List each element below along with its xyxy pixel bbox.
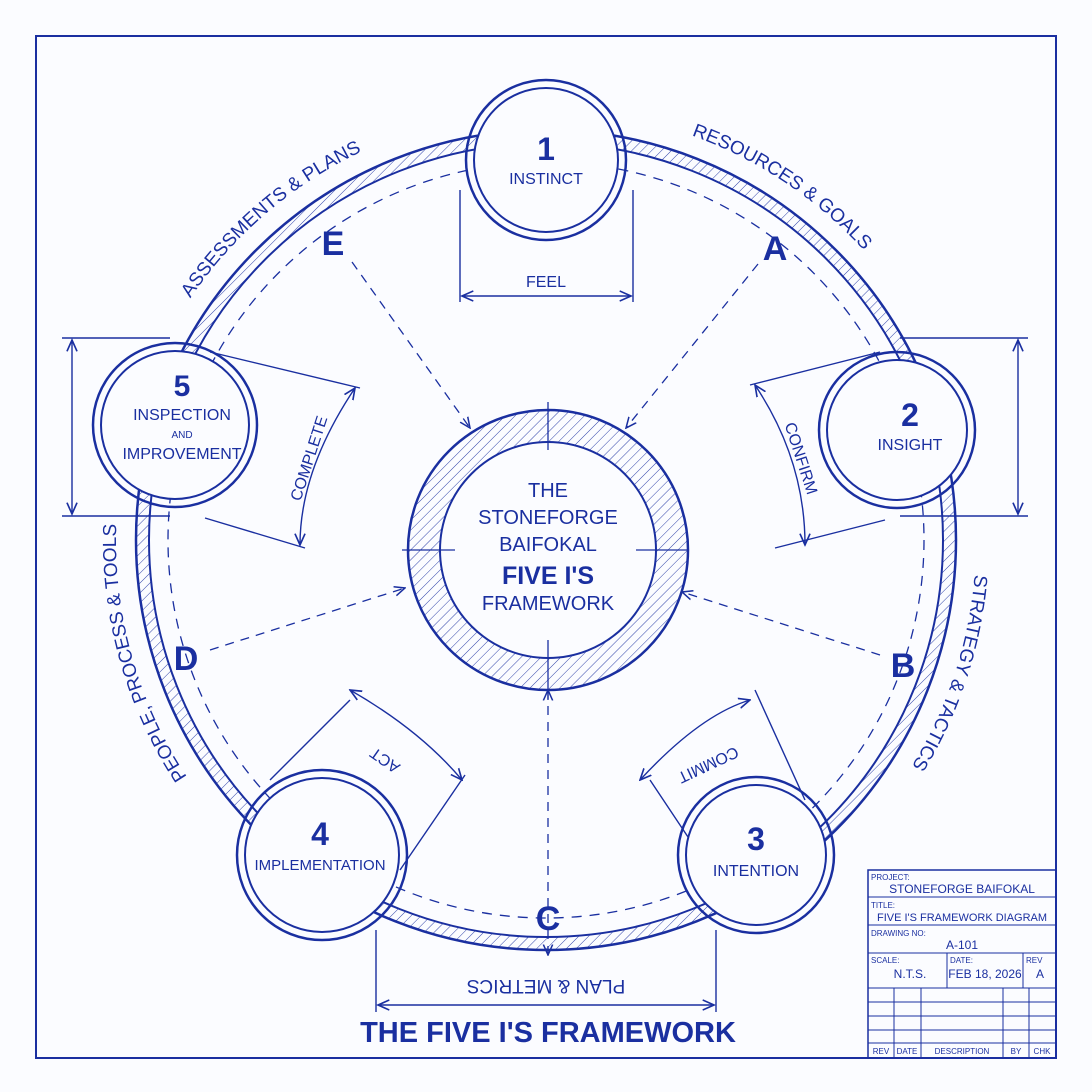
node-number: 2 bbox=[901, 397, 919, 433]
letter-c: C bbox=[536, 900, 561, 938]
letter-b: B bbox=[891, 647, 916, 685]
date-value: FEB 18, 2026 bbox=[948, 967, 1022, 981]
node-1-instinct: 1 INSTINCT bbox=[464, 78, 628, 242]
col-date: DATE bbox=[897, 1047, 918, 1056]
center-hub: THE STONEFORGE BAIFOKAL FIVE I'S FRAMEWO… bbox=[402, 402, 690, 700]
col-description: DESCRIPTION bbox=[935, 1047, 990, 1056]
dashed-orbit bbox=[167, 161, 925, 919]
drawing-label: DRAWING NO: bbox=[871, 929, 926, 938]
node-label: INTENTION bbox=[713, 863, 799, 880]
letter-d: D bbox=[174, 640, 199, 678]
node-number: 1 bbox=[537, 131, 555, 167]
node-label-line-3: IMPROVEMENT bbox=[122, 446, 241, 463]
project-label: PROJECT: bbox=[871, 873, 910, 882]
letter-a: A bbox=[763, 230, 788, 268]
rev-label: REV bbox=[1026, 956, 1043, 965]
rev-value: A bbox=[1036, 967, 1044, 981]
node-number: 4 bbox=[311, 816, 329, 852]
drawing-value: A-101 bbox=[946, 938, 978, 952]
flow-arrows bbox=[209, 261, 881, 955]
node-label: IMPLEMENTATION bbox=[254, 857, 385, 874]
center-line-2: STONEFORGE bbox=[478, 507, 618, 529]
node-2-insight: 2 INSIGHT bbox=[817, 350, 977, 510]
col-by: BY bbox=[1011, 1047, 1022, 1056]
node-label-line-2: AND bbox=[171, 430, 192, 441]
dimension-lines bbox=[62, 190, 1028, 1012]
node-label: INSTINCT bbox=[509, 171, 583, 188]
diagram-title: THE FIVE I'S FRAMEWORK bbox=[360, 1017, 736, 1049]
arc-label-plan: PLAN & METRICS bbox=[467, 975, 626, 996]
node-4-implementation: 4 IMPLEMENTATION bbox=[235, 768, 409, 942]
center-line-5: FRAMEWORK bbox=[482, 593, 615, 615]
scale-label: SCALE: bbox=[871, 956, 899, 965]
letter-e: E bbox=[322, 225, 345, 263]
node-number: 5 bbox=[174, 370, 191, 403]
center-line-3: BAIFOKAL bbox=[499, 534, 597, 556]
node-label: INSIGHT bbox=[878, 437, 943, 454]
center-line-1: THE bbox=[528, 480, 568, 502]
col-chk: CHK bbox=[1034, 1047, 1052, 1056]
dim-label-feel: FEEL bbox=[526, 274, 566, 291]
node-number: 3 bbox=[747, 821, 765, 857]
date-label: DATE: bbox=[950, 956, 973, 965]
scale-value: N.T.S. bbox=[894, 967, 927, 981]
project-value: STONEFORGE BAIFOKAL bbox=[889, 882, 1035, 896]
col-rev: REV bbox=[873, 1047, 890, 1056]
node-5-inspection-improvement: 5 INSPECTION AND IMPROVEMENT bbox=[91, 341, 259, 509]
node-label-line-1: INSPECTION bbox=[133, 407, 231, 424]
center-line-4: FIVE I'S bbox=[502, 562, 594, 590]
node-3-intention: 3 INTENTION bbox=[676, 775, 836, 935]
title-label: TITLE: bbox=[871, 901, 895, 910]
title-block: PROJECT: STONEFORGE BAIFOKAL TITLE: FIVE… bbox=[867, 869, 1057, 1059]
drawing-border bbox=[35, 35, 1057, 1059]
connection-letters: E A B C D bbox=[174, 225, 916, 938]
title-value: FIVE I'S FRAMEWORK DIAGRAM bbox=[877, 912, 1047, 924]
